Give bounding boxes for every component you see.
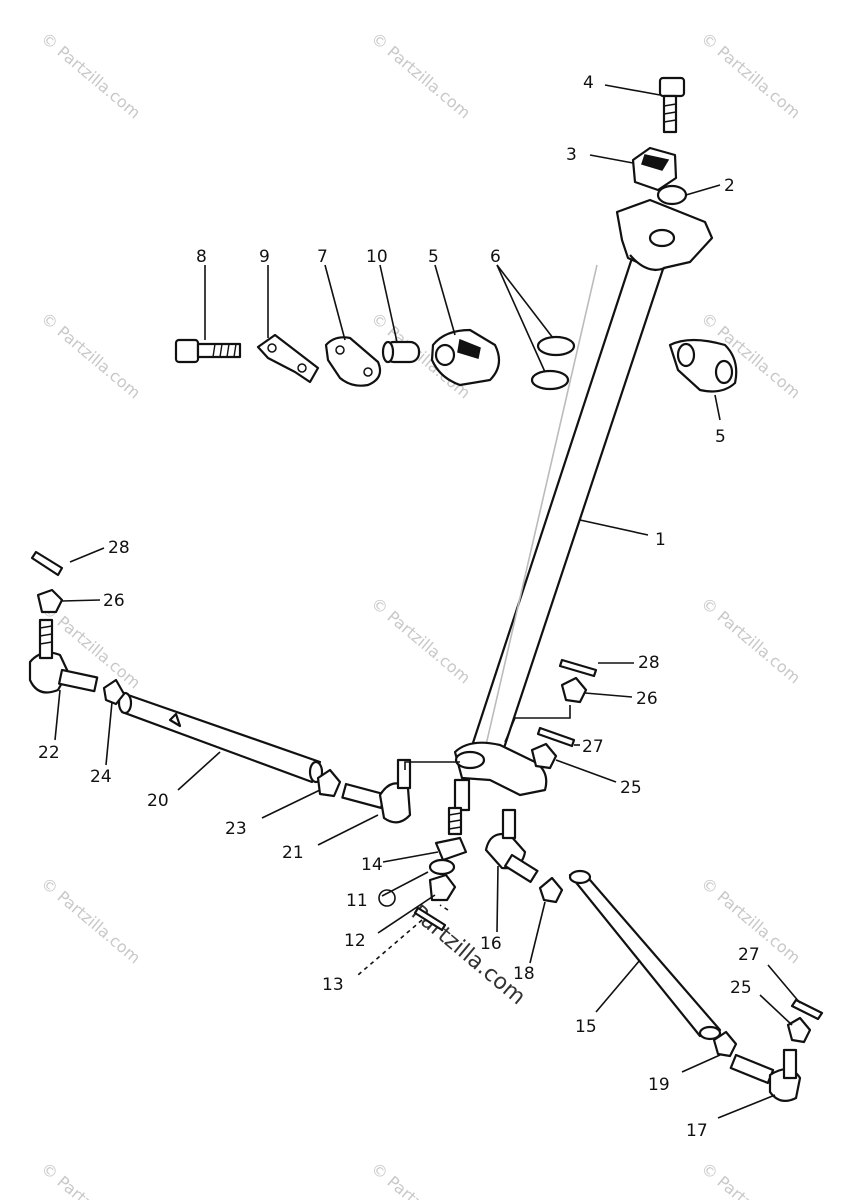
- callout-part-25-center: 25: [620, 778, 642, 798]
- cotter-pin-part-27-right: [790, 998, 824, 1021]
- shaft-lower-end: [447, 778, 471, 836]
- callout-part-17: 17: [686, 1121, 708, 1141]
- watermark: © Partzilla.com: [367, 594, 474, 688]
- watermark: © Partzilla.com: [367, 29, 474, 123]
- tie-rod-end-part-22: [28, 618, 99, 694]
- callout-part-20: 20: [147, 791, 169, 811]
- callout-part-21: 21: [282, 843, 304, 863]
- callout-part-28-left: 28: [108, 538, 130, 558]
- callout-part-18: 18: [513, 964, 535, 984]
- watermark: © Partzilla.com: [697, 594, 804, 688]
- pitman-arm: [453, 741, 548, 797]
- tie-rod-part-20: [117, 691, 324, 784]
- callout-part-27-right: 27: [738, 945, 760, 965]
- bolt-part-8: [174, 338, 242, 364]
- nut-part-26-right: [560, 676, 588, 704]
- callout-part-5-right: 5: [715, 427, 726, 447]
- cotter-pin-part-27-center: [536, 726, 576, 748]
- upper-holder-part-3: [631, 146, 678, 192]
- nut-part-24: [102, 678, 126, 706]
- callout-part-13: 13: [322, 975, 344, 995]
- cotter-pin-part-28-right: [558, 658, 598, 678]
- cotter-pin-part-28-left: [30, 550, 64, 577]
- nut-part-18: [538, 876, 564, 904]
- callout-part-24: 24: [90, 767, 112, 787]
- watermark: © Partzilla.com: [697, 1159, 804, 1200]
- watermark: © Partzilla.com: [37, 309, 144, 403]
- callout-part-16: 16: [480, 934, 502, 954]
- rings-part-6: [530, 335, 576, 391]
- callout-part-12: 12: [344, 931, 366, 951]
- callout-part-10: 10: [366, 247, 388, 267]
- callout-part-5-left: 5: [428, 247, 439, 267]
- callout-part-23: 23: [225, 819, 247, 839]
- assembly-lines: [404, 705, 571, 911]
- callout-part-25-right: 25: [730, 978, 752, 998]
- tie-rod-end-part-17: [729, 1048, 802, 1103]
- callout-part-22: 22: [38, 743, 60, 763]
- callout-part-4: 4: [583, 73, 594, 93]
- watermark: © Partzilla.com: [37, 874, 144, 968]
- tie-rod-part-15: [568, 869, 722, 1041]
- callout-part-8: 8: [196, 247, 207, 267]
- collar-part-2: [656, 184, 688, 206]
- nut-part-25-right: [786, 1016, 812, 1044]
- plate-part-7: [324, 336, 382, 387]
- callout-labels: 4 3 2 8 9 7 10 5 6 5 1 28 26 28 26 27 25…: [38, 73, 760, 1141]
- callout-part-26-right: 26: [636, 689, 658, 709]
- nut-part-23: [316, 768, 342, 798]
- watermark: © Partzilla.com: [37, 29, 144, 123]
- nut-part-25-center: [530, 742, 558, 770]
- lock-washer-part-9: [256, 333, 320, 384]
- nut-part-26-left: [36, 588, 64, 614]
- cotter-pin-part-13: [413, 906, 447, 932]
- handlebar-holder-top: [615, 198, 714, 272]
- callout-part-26-left: 26: [103, 591, 125, 611]
- tie-rod-end-part-16: [484, 808, 539, 884]
- callout-part-7: 7: [317, 247, 328, 267]
- callout-part-15: 15: [575, 1017, 597, 1037]
- bushing-part-14: [434, 836, 468, 862]
- watermark: © Partzilla.com: [37, 1159, 144, 1200]
- leader-lines: [54, 84, 801, 1119]
- callout-part-2: 2: [724, 176, 735, 196]
- callout-part-19: 19: [648, 1075, 670, 1095]
- callout-part-27-center: 27: [582, 737, 604, 757]
- holder-part-5-left: [430, 328, 501, 387]
- watermark: © Partzilla.com: [367, 1159, 474, 1200]
- callout-part-3: 3: [566, 145, 577, 165]
- callout-part-28-right: 28: [638, 653, 660, 673]
- watermark: © Partzilla.com: [697, 29, 804, 123]
- callout-part-14: 14: [361, 855, 383, 875]
- callout-part-6: 6: [490, 247, 501, 267]
- callout-part-1: 1: [655, 530, 666, 550]
- holder-part-5-right: [668, 338, 738, 393]
- collar-part-10: [381, 340, 421, 364]
- bolt-part-4: [658, 76, 686, 134]
- callout-part-11: 11: [346, 891, 368, 911]
- callout-part-9: 9: [259, 247, 270, 267]
- washer-part-11: [378, 858, 456, 907]
- nut-part-19: [712, 1030, 738, 1058]
- tie-rod-end-part-21: [341, 758, 412, 824]
